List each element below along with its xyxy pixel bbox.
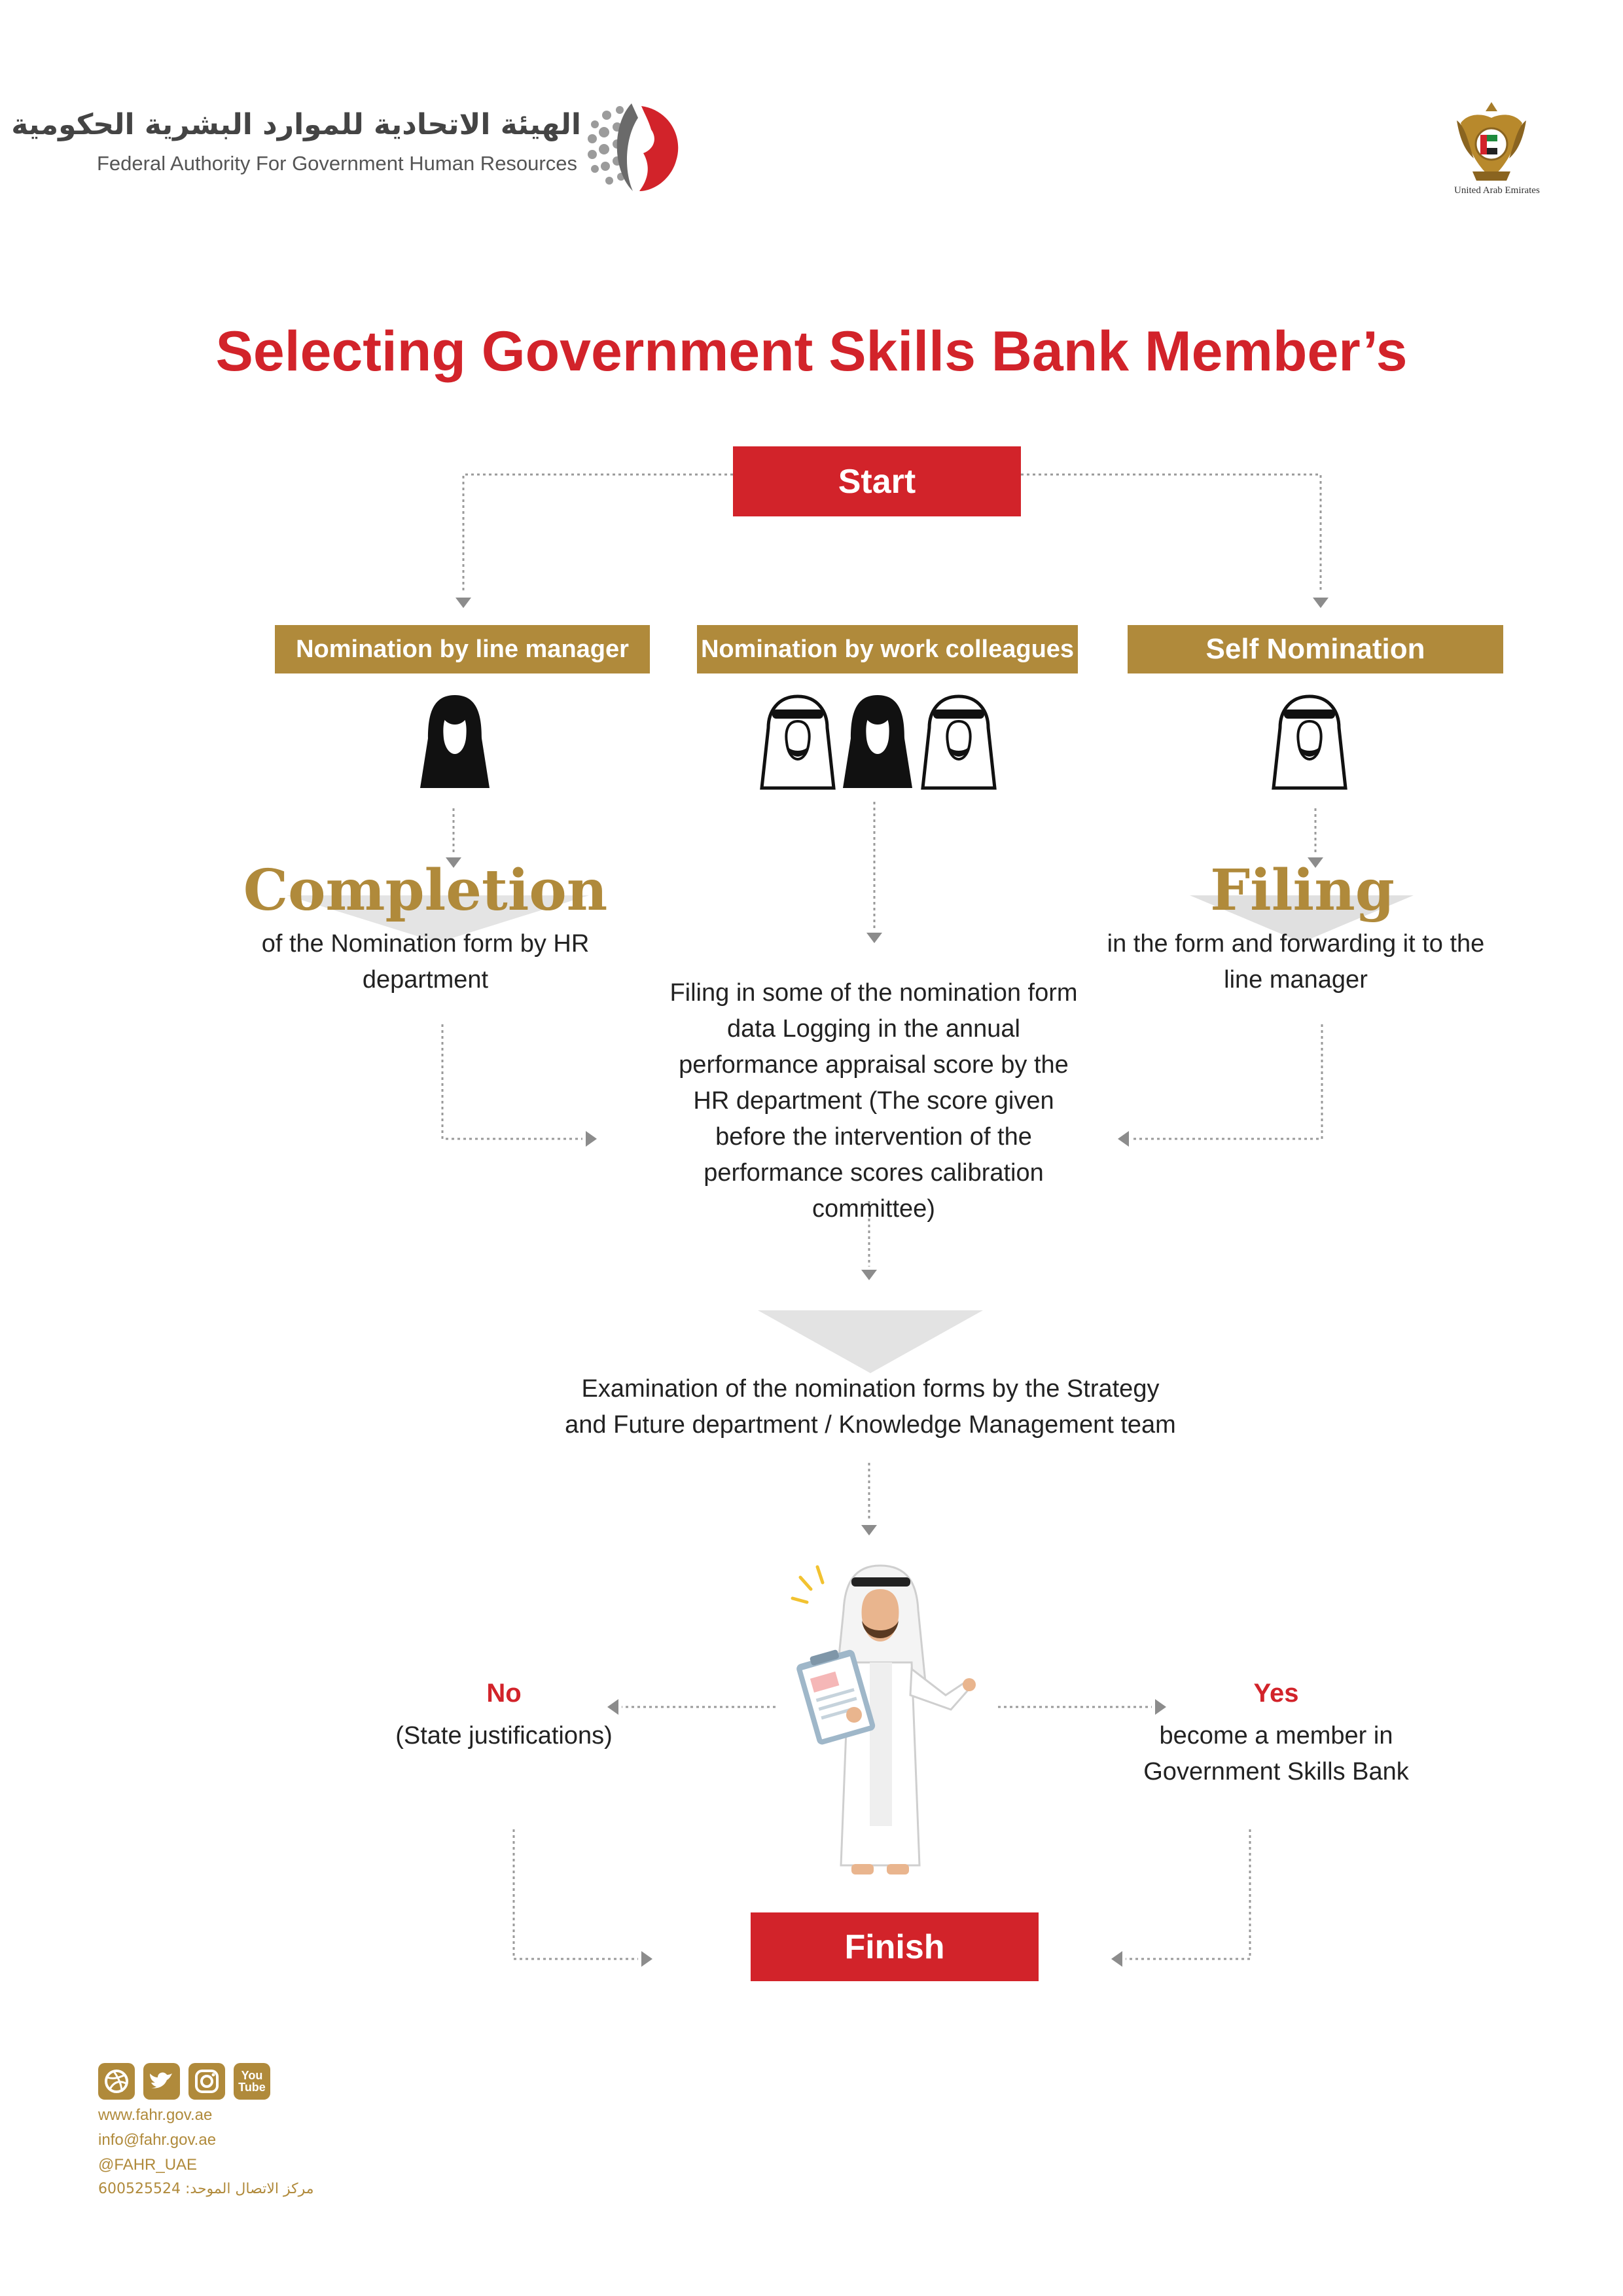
- start-label: Start: [838, 462, 916, 501]
- email-link[interactable]: info@fahr.gov.ae: [98, 2131, 217, 2149]
- self-nomination-box: Self Nomination: [1128, 625, 1503, 673]
- man-icon: [921, 694, 997, 790]
- self-nomination-label: Self Nomination: [1205, 633, 1425, 665]
- finish-box: Finish: [751, 1912, 1039, 1981]
- uae-emblem: [1457, 102, 1526, 181]
- colleagues-step-text: Filing in some of the nomination form da…: [669, 979, 1078, 1223]
- yes-text: become a member in Government Skills Ban…: [1143, 1722, 1409, 1785]
- line-manager-nomination-box: Nomination by line manager: [275, 625, 650, 673]
- fahr-logo: [588, 103, 679, 191]
- finish-label: Finish: [844, 1928, 945, 1966]
- man-icon: [1272, 694, 1347, 790]
- youtube-icon[interactable]: You Tube: [234, 2063, 270, 2100]
- reviewer-illustration: [791, 1564, 976, 1874]
- no-label: No: [486, 1679, 522, 1708]
- org-name-arabic: الهيئة الاتحادية للموارد البشرية الحكومي…: [11, 108, 581, 141]
- social-handle[interactable]: @FAHR_UAE: [98, 2156, 198, 2174]
- no-text: (State justifications): [395, 1722, 613, 1749]
- start-box: Start: [733, 446, 1021, 516]
- completion-heading: Completion: [243, 857, 608, 924]
- emblem-caption: United Arab Emirates: [1454, 185, 1540, 196]
- filing-text: in the form and forwarding it to the lin…: [1107, 930, 1485, 994]
- youtube-icon-label: You Tube: [238, 2069, 266, 2094]
- page-title: Selecting Government Skills Bank Member’…: [215, 320, 1408, 383]
- man-icon: [760, 694, 836, 790]
- yes-label: Yes: [1253, 1679, 1299, 1708]
- colleagues-nomination-box: Nomination by work colleagues: [697, 625, 1078, 673]
- twitter-icon[interactable]: [143, 2063, 180, 2100]
- line-manager-nomination-label: Nomination by line manager: [296, 635, 629, 663]
- call-center: مركز الاتصال الموحد: 600525524: [98, 2181, 314, 2197]
- org-name-english: Federal Authority For Government Human R…: [97, 152, 577, 175]
- woman-icon: [420, 695, 490, 788]
- completion-text: of the Nomination form by HR department: [261, 930, 590, 994]
- woman-icon: [843, 695, 912, 788]
- examination-text: Examination of the nomination forms by t…: [565, 1375, 1176, 1439]
- colleagues-nomination-label: Nomination by work colleagues: [700, 635, 1075, 663]
- website-link[interactable]: www.fahr.gov.ae: [98, 2106, 213, 2124]
- dribbble-icon[interactable]: [98, 2063, 135, 2100]
- instagram-icon[interactable]: [188, 2063, 225, 2100]
- filing-heading: Filing: [1210, 857, 1395, 924]
